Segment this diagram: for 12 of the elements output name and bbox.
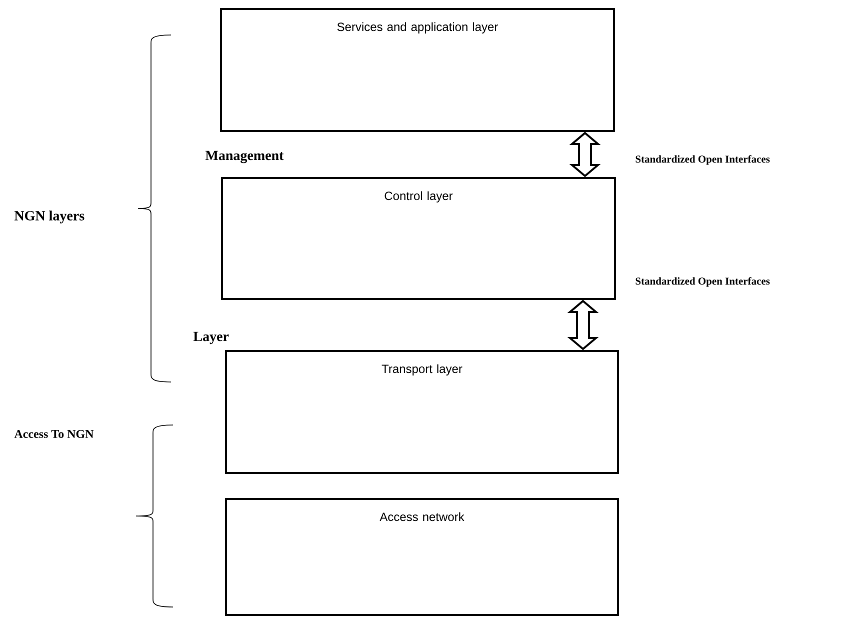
layer-box: Control layer (221, 176, 616, 300)
label: NGN layers (14, 210, 84, 224)
layer-box: Access network (225, 498, 619, 616)
layer-box: Transport layer (225, 350, 619, 474)
label: Management (205, 150, 284, 164)
layer-box: Services and application layer (220, 8, 615, 132)
label: Access To NGN (14, 430, 94, 438)
double-arrow (569, 132, 601, 178)
label: Standardized Open Interfaces (636, 155, 770, 165)
double-arrow (567, 300, 599, 350)
label: Standardized Open Interfaces (636, 277, 770, 287)
label: Layer (193, 332, 229, 344)
